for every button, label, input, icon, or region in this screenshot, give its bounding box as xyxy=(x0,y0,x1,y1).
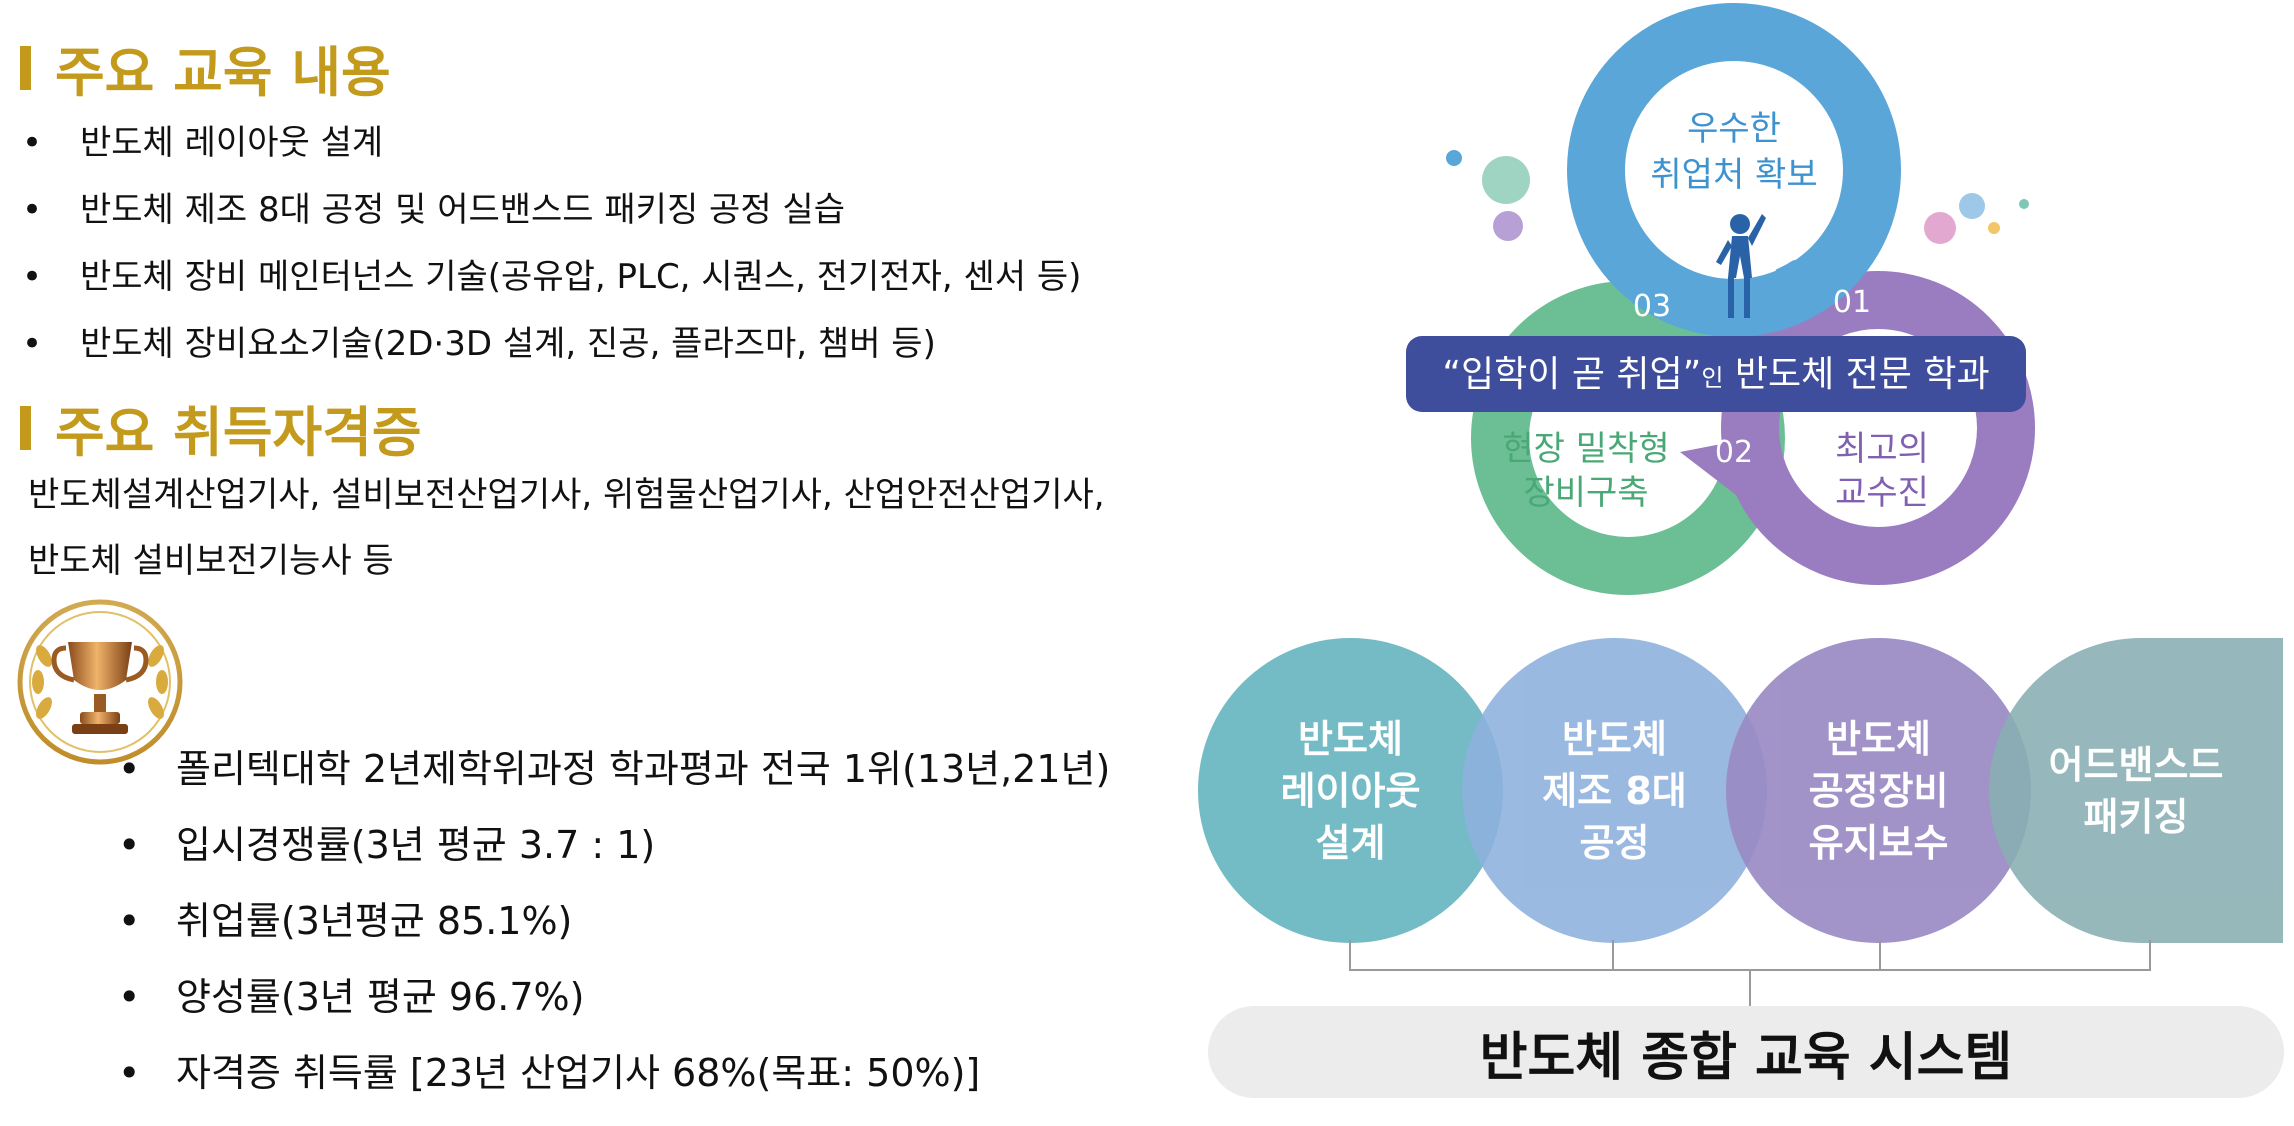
system-circle-process: 반도체 제조 8대 공정 xyxy=(1462,638,1767,943)
decor-dot xyxy=(1482,156,1530,204)
decor-dot xyxy=(1446,150,1462,166)
decor-dot xyxy=(1988,222,2000,234)
decor-dot xyxy=(1493,211,1523,241)
achievements-list: 폴리텍대학 2년제학위과정 학과평과 전국 1위(13년,21년) 입시경쟁률(… xyxy=(118,731,1110,1111)
cycle-left-label: 현장 밀착형 xyxy=(1502,429,1669,469)
cycle-number: 02 xyxy=(1715,435,1753,470)
arrow-head-purple xyxy=(1680,440,1742,498)
person-icon xyxy=(1716,214,1766,318)
education-heading-text: 주요 교육 내용 xyxy=(55,41,391,104)
list-item: 반도체 장비요소기술(2D·3D 설계, 진공, 플라즈마, 챔버 등) xyxy=(22,311,1081,378)
cycle-left-label: 장비구축 xyxy=(1523,473,1648,513)
system-circle-packaging: 어드밴스드 패키징 xyxy=(1989,638,2283,943)
cycle-banner xyxy=(1406,336,2026,412)
heading-bar xyxy=(20,405,31,450)
education-heading: 주요 교육 내용 xyxy=(20,28,391,107)
ring-purple xyxy=(1721,271,2035,585)
cycle-top-label: 취업처 확보 xyxy=(1650,155,1817,195)
decor-dot xyxy=(1959,193,1985,219)
list-item: 반도체 제조 8대 공정 및 어드밴스드 패키징 공정 실습 xyxy=(22,177,1081,244)
list-item: 입시경쟁률(3년 평균 3.7 : 1) xyxy=(118,807,1110,883)
education-list: 반도체 레이아웃 설계 반도체 제조 8대 공정 및 어드밴스드 패키징 공정 … xyxy=(22,110,1081,378)
decor-dot xyxy=(2019,199,2029,209)
cycle-number: 01 xyxy=(1833,285,1871,320)
arrow-head-blue xyxy=(1772,256,1846,320)
certificates-heading: 주요 취득자격증 xyxy=(20,388,422,467)
cycle-banner-text: “입학이 곧 취업”인 반도체 전문 학과 xyxy=(1442,354,1989,395)
certificates-heading-text: 주요 취득자격증 xyxy=(55,401,422,464)
ring-blue-inner xyxy=(1626,62,1842,278)
certificates-line: 반도체설계산업기사, 설비보전산업기사, 위험물산업기사, 산업안전산업기사, xyxy=(28,475,1105,515)
connector-lines xyxy=(1349,940,2151,1006)
certificates-line: 반도체 설비보전기능사 등 xyxy=(28,541,394,581)
cycle-number: 03 xyxy=(1633,289,1671,324)
system-banner: 반도체 종합 교육 시스템 xyxy=(1208,1006,2284,1098)
list-item: 반도체 레이아웃 설계 xyxy=(22,110,1081,177)
heading-bar xyxy=(20,45,31,90)
trophy-icon xyxy=(17,599,183,765)
system-circle-layout: 반도체 레이아웃 설계 xyxy=(1198,638,1503,943)
system-circle-maintenance: 반도체 공정장비 유지보수 xyxy=(1726,638,2031,943)
certificates-text: 반도체설계산업기사, 설비보전산업기사, 위험물산업기사, 산업안전산업기사, … xyxy=(28,462,1105,594)
list-item: 양성률(3년 평균 96.7%) xyxy=(118,959,1110,1035)
cycle-top-label: 우수한 xyxy=(1687,109,1781,149)
cycle-diagram: 01 02 03 우수한 취업처 확보 현장 밀착형 장비구축 최고의 교수진 … xyxy=(1406,3,2035,595)
cycle-right-label: 교수진 xyxy=(1835,473,1929,513)
list-item: 취업률(3년평균 85.1%) xyxy=(118,883,1110,959)
cycle-right-label: 최고의 xyxy=(1835,429,1929,469)
list-item: 폴리텍대학 2년제학위과정 학과평과 전국 1위(13년,21년) xyxy=(118,731,1110,807)
decor-dot xyxy=(1924,212,1956,244)
list-item: 자격증 취득률 [23년 산업기사 68%(목표: 50%)] xyxy=(118,1035,1110,1111)
list-item: 반도체 장비 메인터넌스 기술(공유압, PLC, 시퀀스, 전기전자, 센서 … xyxy=(22,244,1081,311)
